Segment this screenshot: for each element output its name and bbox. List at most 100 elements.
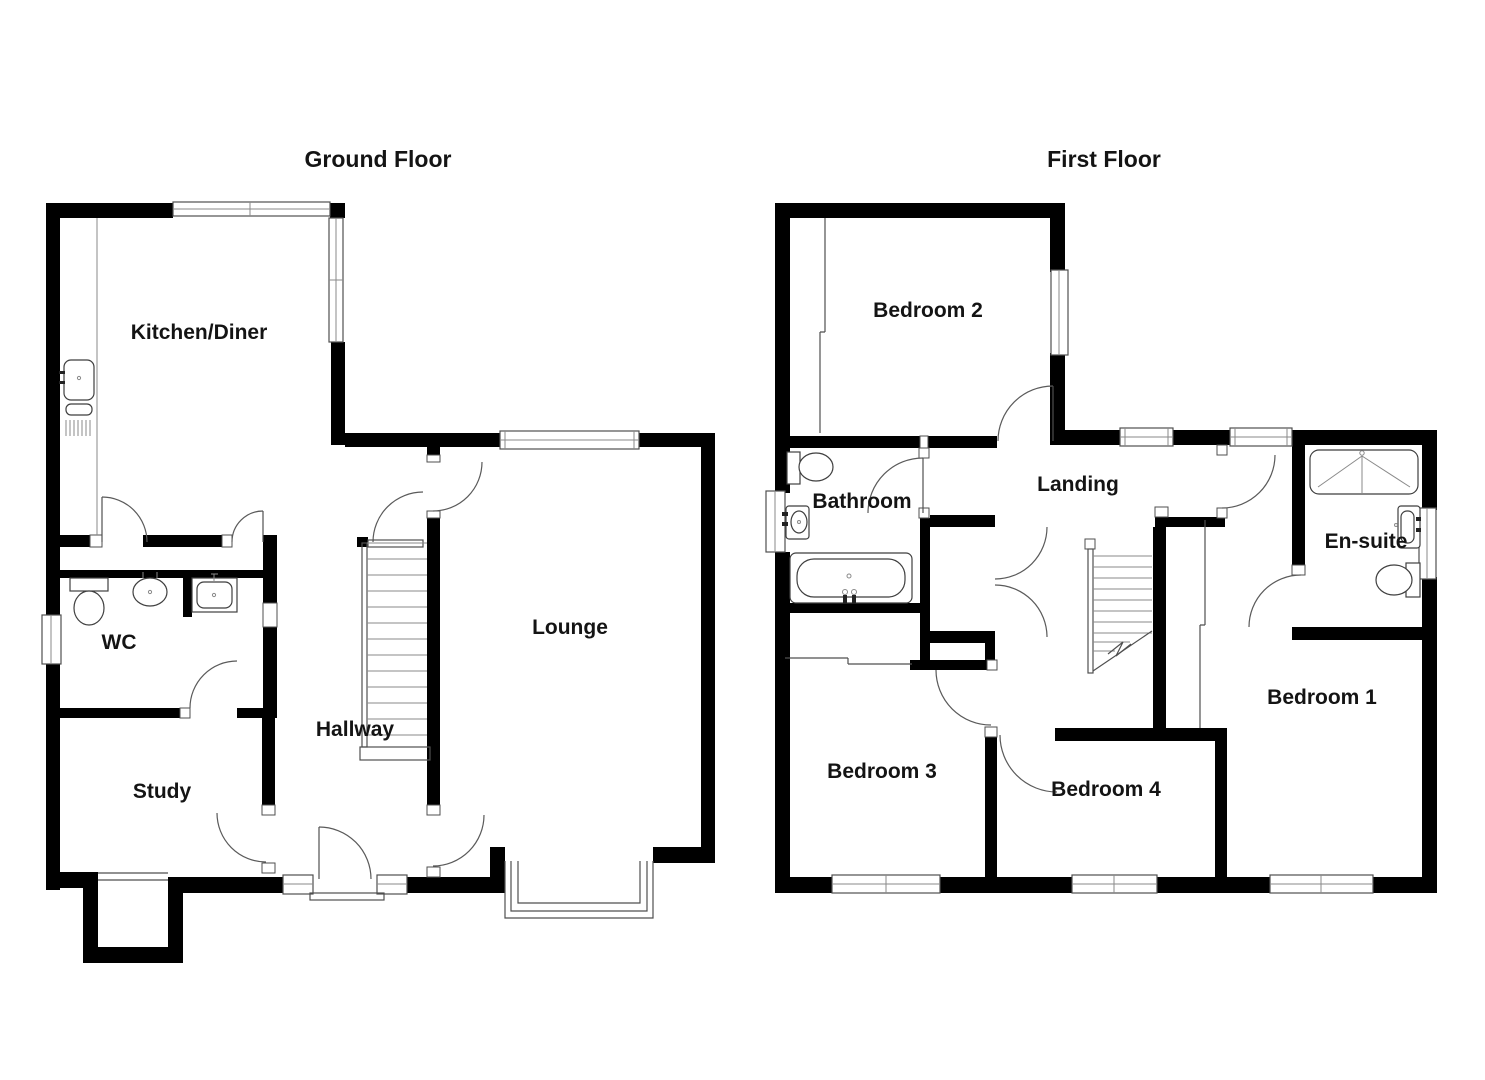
ground-floor-walls <box>46 203 715 963</box>
plan-geometry <box>928 436 997 448</box>
plan-geometry <box>1050 353 1065 445</box>
kitchen-sink-icon <box>59 359 95 436</box>
plan-geometry <box>318 826 372 880</box>
first-floor-labels: Bedroom 2 Bathroom Landing En-suite Bedr… <box>812 299 1407 801</box>
plan-geometry <box>1050 203 1065 272</box>
ground-floor-staircase <box>359 542 431 761</box>
plan-geometry <box>1394 523 1398 527</box>
plan-geometry <box>330 203 345 218</box>
plan-geometry <box>189 660 238 709</box>
plan-geometry <box>1317 455 1411 494</box>
bedroom2-wardrobe-icon <box>819 218 826 433</box>
room-label-bathroom: Bathroom <box>812 490 911 513</box>
plan-geometry <box>994 526 1048 580</box>
plan-geometry <box>1248 574 1302 628</box>
plan-geometry <box>168 877 283 893</box>
room-label-lounge: Lounge <box>532 616 608 639</box>
room-label-bedroom2: Bedroom 2 <box>873 299 983 322</box>
plan-geometry <box>147 589 153 595</box>
wc-window-icon <box>41 614 62 665</box>
plan-geometry <box>426 510 441 519</box>
first-floor-windows <box>765 269 1437 894</box>
plan-geometry <box>1216 507 1228 519</box>
plan-geometry <box>50 872 98 888</box>
plan-geometry <box>997 385 1054 442</box>
shower-icon <box>1309 449 1419 495</box>
bathroom-toilet-icon <box>786 451 834 485</box>
plan-geometry <box>237 708 277 718</box>
plan-geometry <box>940 877 1072 893</box>
plan-geometry <box>65 420 91 436</box>
front-door <box>318 826 372 880</box>
first-floor-plan: First Floor <box>765 146 1437 894</box>
plan-geometry <box>783 603 930 613</box>
plan-geometry <box>798 452 834 482</box>
plan-geometry <box>262 602 278 628</box>
room-label-study: Study <box>133 780 192 803</box>
front-sidelight-left-icon <box>282 874 314 895</box>
plan-geometry <box>986 659 998 671</box>
bathroom-basin-icon <box>782 505 810 540</box>
plan-geometry <box>211 592 217 598</box>
plan-geometry <box>58 708 180 718</box>
ground-floor-doors <box>101 461 485 880</box>
plan-geometry <box>132 577 168 607</box>
plan-geometry <box>60 570 270 578</box>
plan-geometry <box>426 454 441 463</box>
plan-geometry <box>1309 449 1419 495</box>
plan-geometry <box>1093 555 1152 652</box>
bedroom1-wardrobe-icon <box>1199 520 1206 728</box>
plan-geometry <box>432 814 485 867</box>
wc-basin-icon <box>132 572 168 607</box>
plan-geometry <box>867 457 924 514</box>
plan-geometry <box>89 534 103 548</box>
room-label-landing: Landing <box>1037 473 1119 496</box>
plan-geometry <box>1155 517 1225 527</box>
ensuite-window-icon <box>1418 507 1437 580</box>
bedroom3-door <box>935 669 992 726</box>
ground-floor-labels: Kitchen/Diner WC Study Hallway Lounge <box>102 321 608 803</box>
plan-geometry <box>361 542 368 748</box>
bedroom1-door <box>1221 454 1276 509</box>
plan-geometry <box>1230 428 1292 446</box>
kitchen-door-hall <box>367 491 424 548</box>
plan-geometry <box>1221 454 1276 509</box>
staircase-icon <box>1084 538 1153 674</box>
bedroom2-door <box>997 385 1054 442</box>
plan-geometry <box>73 590 105 626</box>
plan-geometry <box>918 507 930 519</box>
plan-geometry <box>426 804 441 816</box>
plan-geometry <box>1422 577 1437 893</box>
plan-geometry <box>69 577 109 592</box>
plan-geometry <box>1055 728 1227 741</box>
plan-geometry <box>261 804 276 816</box>
plan-geometry <box>846 573 852 579</box>
plan-geometry <box>367 542 427 736</box>
plan-geometry <box>919 435 929 449</box>
plan-geometry <box>783 436 920 448</box>
plan-geometry <box>1416 517 1421 532</box>
plan-geometry <box>920 518 930 663</box>
plan-geometry <box>517 861 641 904</box>
first-floor-staircase <box>1084 538 1153 674</box>
plan-geometry <box>1072 875 1157 893</box>
plan-geometry <box>994 584 1048 638</box>
ground-floor-windows <box>41 201 654 919</box>
front-sidelight-right-icon <box>376 874 408 895</box>
kitchen-door-right <box>231 510 264 543</box>
kitchen-side-window-icon <box>328 217 344 343</box>
room-label-ensuite: En-suite <box>1325 530 1408 553</box>
bath-icon <box>789 552 913 604</box>
plan-geometry <box>701 433 715 863</box>
cloakroom-vanity-basin-icon <box>191 573 238 613</box>
plan-geometry <box>653 847 715 863</box>
plan-geometry <box>359 746 431 761</box>
plan-geometry <box>918 447 930 459</box>
plan-geometry <box>183 578 192 617</box>
plan-geometry <box>782 512 788 526</box>
plan-geometry <box>196 581 233 609</box>
study-chimney-line <box>98 872 168 881</box>
plan-geometry <box>1087 548 1094 674</box>
plan-geometry <box>490 847 505 893</box>
